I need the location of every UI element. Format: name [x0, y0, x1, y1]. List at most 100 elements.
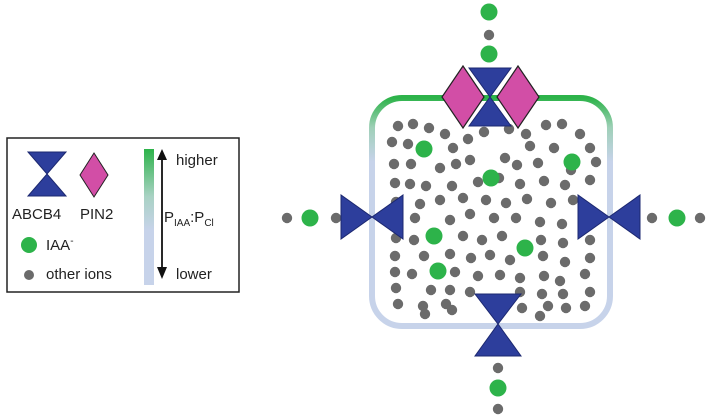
other-ion [447, 142, 459, 154]
abcb4-transporter-left [340, 194, 404, 240]
other-ion [389, 177, 401, 189]
other-ion [548, 142, 560, 154]
other-ion [560, 302, 572, 314]
other-ion [532, 157, 544, 169]
legend: ABCB4 PIN2 IAA- other ions higher lower … [6, 137, 240, 293]
other-ion [538, 175, 550, 187]
other-ion [646, 212, 658, 224]
iaa-ion [489, 379, 507, 397]
other-ion [514, 178, 526, 190]
other-ion [434, 194, 446, 206]
gradient-high-label: higher [176, 152, 218, 169]
other-ion [439, 128, 451, 140]
other-ion [538, 270, 550, 282]
other-ion [420, 180, 432, 192]
other-ion [584, 142, 596, 154]
other-ion [476, 234, 488, 246]
gradient-low-label: lower [176, 266, 212, 283]
other-ion [579, 300, 591, 312]
abcb4-transporter-right [577, 194, 641, 240]
other-ion [414, 198, 426, 210]
other-ion [488, 212, 500, 224]
other-ion [510, 212, 522, 224]
other-ion [556, 118, 568, 130]
other-ion [579, 268, 591, 280]
iaa-ion [668, 209, 686, 227]
other-ion [492, 362, 504, 374]
abcb4-icon [26, 151, 68, 197]
other-ion [584, 252, 596, 264]
other-ion [590, 156, 602, 168]
other-ion [537, 250, 549, 262]
other-ion [556, 218, 568, 230]
other-ion [281, 212, 293, 224]
other-ion [389, 250, 401, 262]
other-ion [500, 197, 512, 209]
other-ion [584, 286, 596, 298]
cell-membrane [369, 95, 613, 329]
pin2-label: PIN2 [80, 206, 113, 223]
other-ion [584, 234, 596, 246]
other-ion [472, 270, 484, 282]
abcb4-transporter-top [468, 67, 512, 127]
other-ion [457, 192, 469, 204]
gradient-bar [144, 149, 154, 285]
iaa-ion [480, 3, 498, 21]
iaa-ion [425, 227, 443, 245]
other-ion [492, 403, 504, 415]
other-ion [557, 288, 569, 300]
iaa-ions-group [301, 3, 686, 397]
other-ion [559, 256, 571, 268]
pin2-transporter-right [496, 64, 540, 130]
other-ion [392, 120, 404, 132]
other-ion [404, 178, 416, 190]
other-ion [419, 308, 431, 320]
other-ion [511, 159, 523, 171]
other-ion [407, 118, 419, 130]
iaa-icon [21, 237, 37, 253]
other-ion [480, 194, 492, 206]
other-ion [516, 302, 528, 314]
other-ion [559, 179, 571, 191]
other-ion [567, 194, 579, 206]
other-ions-label: other ions [46, 266, 112, 283]
other-ion [478, 126, 490, 138]
other-ion [457, 230, 469, 242]
other-ion [465, 252, 477, 264]
iaa-ion [480, 45, 498, 63]
other-ion [464, 286, 476, 298]
other-ion [405, 158, 417, 170]
other-ion [536, 288, 548, 300]
iaa-ion [482, 169, 500, 187]
other-ion [444, 284, 456, 296]
other-ion [444, 214, 456, 226]
other-ion [390, 282, 402, 294]
other-ion [450, 158, 462, 170]
other-ion [446, 180, 458, 192]
other-ion [388, 158, 400, 170]
other-ion [425, 284, 437, 296]
gradient-arrow-icon [157, 149, 167, 279]
other-ions-group [281, 29, 706, 415]
other-ion [694, 212, 706, 224]
other-ion [449, 266, 461, 278]
other-ion [472, 176, 484, 188]
other-ion [402, 138, 414, 150]
iaa-ion [429, 262, 447, 280]
other-ion [514, 272, 526, 284]
other-ion [504, 254, 516, 266]
other-ion [423, 122, 435, 134]
other-ion [330, 212, 342, 224]
other-ion [409, 212, 421, 224]
iaa-label: IAA- [46, 236, 74, 254]
other-ion [574, 128, 586, 140]
pin2-transporter-left [441, 64, 485, 130]
other-ion [554, 275, 566, 287]
other-ion [545, 197, 557, 209]
other-ion [534, 310, 546, 322]
other-ion [484, 249, 496, 261]
other-ion [464, 154, 476, 166]
other-ion [406, 268, 418, 280]
permeability-ratio-label: PIAA:PCl [164, 209, 214, 229]
other-ion [392, 298, 404, 310]
